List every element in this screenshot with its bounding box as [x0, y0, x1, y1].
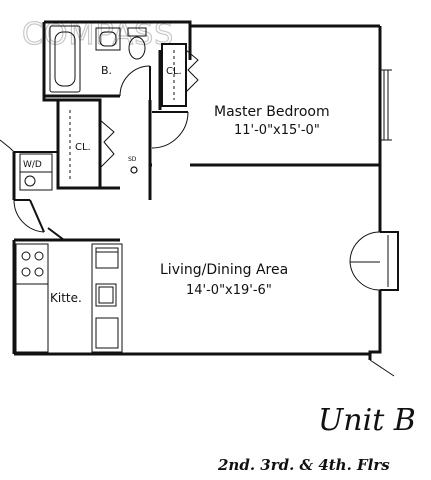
living-dining-name: Living/Dining Area: [160, 262, 288, 278]
unit-title: Unit B: [318, 403, 416, 438]
hall-closet-label: CL.: [75, 142, 91, 153]
floors-subtitle: 2nd. 3rd. & 4th. Flrs: [217, 456, 390, 474]
living-dining-dims: 14'-0"x19'-6": [186, 283, 272, 298]
bath-fixtures: [49, 25, 151, 100]
exterior-walls: [0, 20, 399, 377]
master-bedroom-name: Master Bedroom: [214, 104, 330, 120]
bedroom-closet-label: CL.: [166, 66, 182, 77]
kitchen-fixtures: [15, 243, 123, 353]
kitchen-label: Kitte.: [50, 291, 82, 305]
smoke-detector-label: SD: [128, 156, 137, 163]
interior-walls: [14, 22, 380, 242]
bath-label: B.: [101, 64, 112, 77]
washer-dryer: [19, 153, 53, 191]
smoke-detector-icon: [130, 166, 138, 174]
washer-dryer-label: W/D: [23, 160, 42, 170]
master-bedroom-dims: 11'-0"x15'-0": [234, 123, 320, 138]
doors: [13, 49, 381, 291]
